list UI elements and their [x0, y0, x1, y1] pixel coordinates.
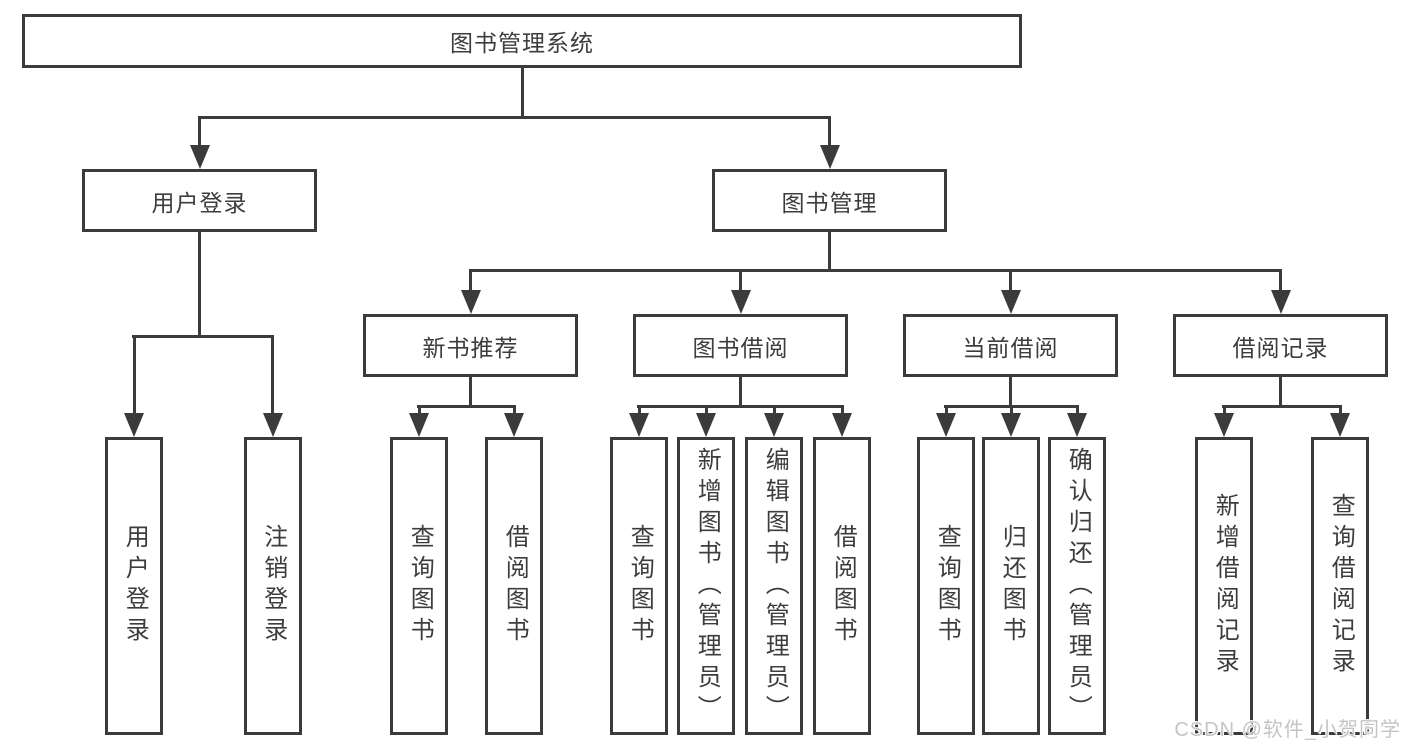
leaf-query-borrow-record: 查询借阅记录 — [1311, 437, 1369, 735]
arrow-down — [936, 413, 956, 437]
connector — [132, 334, 274, 338]
arrow-down — [189, 145, 210, 169]
arrow-down — [124, 413, 144, 437]
node-borrowing-records: 借阅记录 — [1173, 314, 1388, 377]
node-label: 用户登录 — [151, 189, 248, 216]
leaf-label: 注销登录 — [259, 524, 287, 648]
connector — [1222, 406, 1226, 416]
leaf-label: 新增图书（管理员） — [693, 446, 721, 726]
leaf-label: 新增借阅记录 — [1211, 493, 1239, 679]
csdn-watermark: CSDN @软件_小贺同学 — [1174, 719, 1401, 741]
connector — [198, 115, 831, 119]
node-label: 图书借阅 — [692, 334, 789, 361]
node-label: 图书管理 — [781, 189, 878, 216]
node-label: 图书管理系统 — [450, 30, 594, 56]
arrow-down — [409, 413, 429, 437]
leaf-user-login: 用户登录 — [105, 437, 163, 735]
connector — [1009, 270, 1012, 293]
leaf-borrow-books-recommend: 借阅图书 — [485, 437, 543, 735]
leaf-label: 查询图书 — [626, 524, 654, 648]
leaf-add-borrow-record: 新增借阅记录 — [1195, 437, 1253, 735]
connector — [417, 406, 421, 416]
connector — [637, 406, 641, 416]
node-label: 借阅记录 — [1232, 334, 1329, 361]
connector — [1009, 377, 1012, 407]
arrow-down — [262, 413, 283, 437]
connector — [944, 406, 948, 416]
connector — [198, 117, 201, 147]
leaf-confirm-return-admin: 确认归还（管理员） — [1048, 437, 1106, 735]
connector — [132, 336, 136, 414]
arrow-down — [504, 413, 524, 437]
arrow-down — [819, 145, 840, 169]
node-current-borrowing: 当前借阅 — [903, 314, 1118, 377]
leaf-label: 借阅图书 — [501, 524, 529, 648]
arrow-down — [629, 413, 649, 437]
leaf-query-books-recommend: 查询图书 — [390, 437, 448, 735]
arrow-down — [1001, 413, 1021, 437]
node-new-book-recommendation: 新书推荐 — [363, 314, 578, 377]
connector — [417, 404, 516, 408]
arrow-down — [460, 290, 481, 314]
connector — [1009, 406, 1013, 416]
node-label: 当前借阅 — [962, 334, 1059, 361]
connector — [469, 268, 1282, 272]
node-label: 新书推荐 — [422, 334, 519, 361]
connector — [1075, 406, 1079, 416]
leaf-query-books-current: 查询图书 — [917, 437, 975, 735]
connector — [1222, 404, 1342, 408]
connector — [828, 232, 831, 271]
arrow-down — [730, 290, 751, 314]
arrow-down — [1270, 290, 1291, 314]
leaf-return-books: 归还图书 — [982, 437, 1040, 735]
connector — [840, 406, 844, 416]
leaf-query-books-borrowing: 查询图书 — [610, 437, 668, 735]
leaf-label: 查询图书 — [406, 524, 434, 648]
arrow-down — [1067, 413, 1087, 437]
leaf-label: 编辑图书（管理员） — [761, 446, 789, 726]
connector — [520, 68, 524, 117]
connector — [1279, 377, 1282, 407]
connector — [469, 270, 472, 293]
arrow-down — [696, 413, 716, 437]
arrow-down — [1330, 413, 1350, 437]
connector — [1279, 270, 1282, 293]
leaf-label: 查询借阅记录 — [1327, 493, 1355, 679]
leaf-label: 借阅图书 — [829, 524, 857, 648]
arrow-down — [832, 413, 852, 437]
connector — [739, 270, 742, 293]
leaf-label: 查询图书 — [933, 524, 961, 648]
connector — [469, 377, 472, 407]
leaf-add-books-admin: 新增图书（管理员） — [677, 437, 735, 735]
connector — [704, 406, 708, 416]
leaf-borrow-books-borrowing: 借阅图书 — [813, 437, 871, 735]
connector — [198, 232, 201, 337]
node-book-management: 图书管理 — [712, 169, 947, 232]
leaf-logout-login: 注销登录 — [243, 437, 302, 735]
arrow-down — [1000, 290, 1021, 314]
leaf-label: 归还图书 — [998, 524, 1026, 648]
connector — [512, 406, 516, 416]
leaf-label: 用户登录 — [121, 524, 149, 648]
leaf-edit-books-admin: 编辑图书（管理员） — [745, 437, 803, 735]
arrow-down — [1214, 413, 1234, 437]
node-book-borrowing: 图书借阅 — [633, 314, 848, 377]
connector — [271, 336, 274, 414]
connector — [1338, 406, 1342, 416]
node-user-login: 用户登录 — [82, 169, 317, 232]
connector — [772, 406, 776, 416]
connector — [828, 117, 831, 147]
connector — [637, 404, 844, 408]
node-root: 图书管理系统 — [22, 14, 1022, 68]
leaf-label: 确认归还（管理员） — [1064, 446, 1092, 726]
arrow-down — [764, 413, 784, 437]
connector — [739, 377, 742, 407]
